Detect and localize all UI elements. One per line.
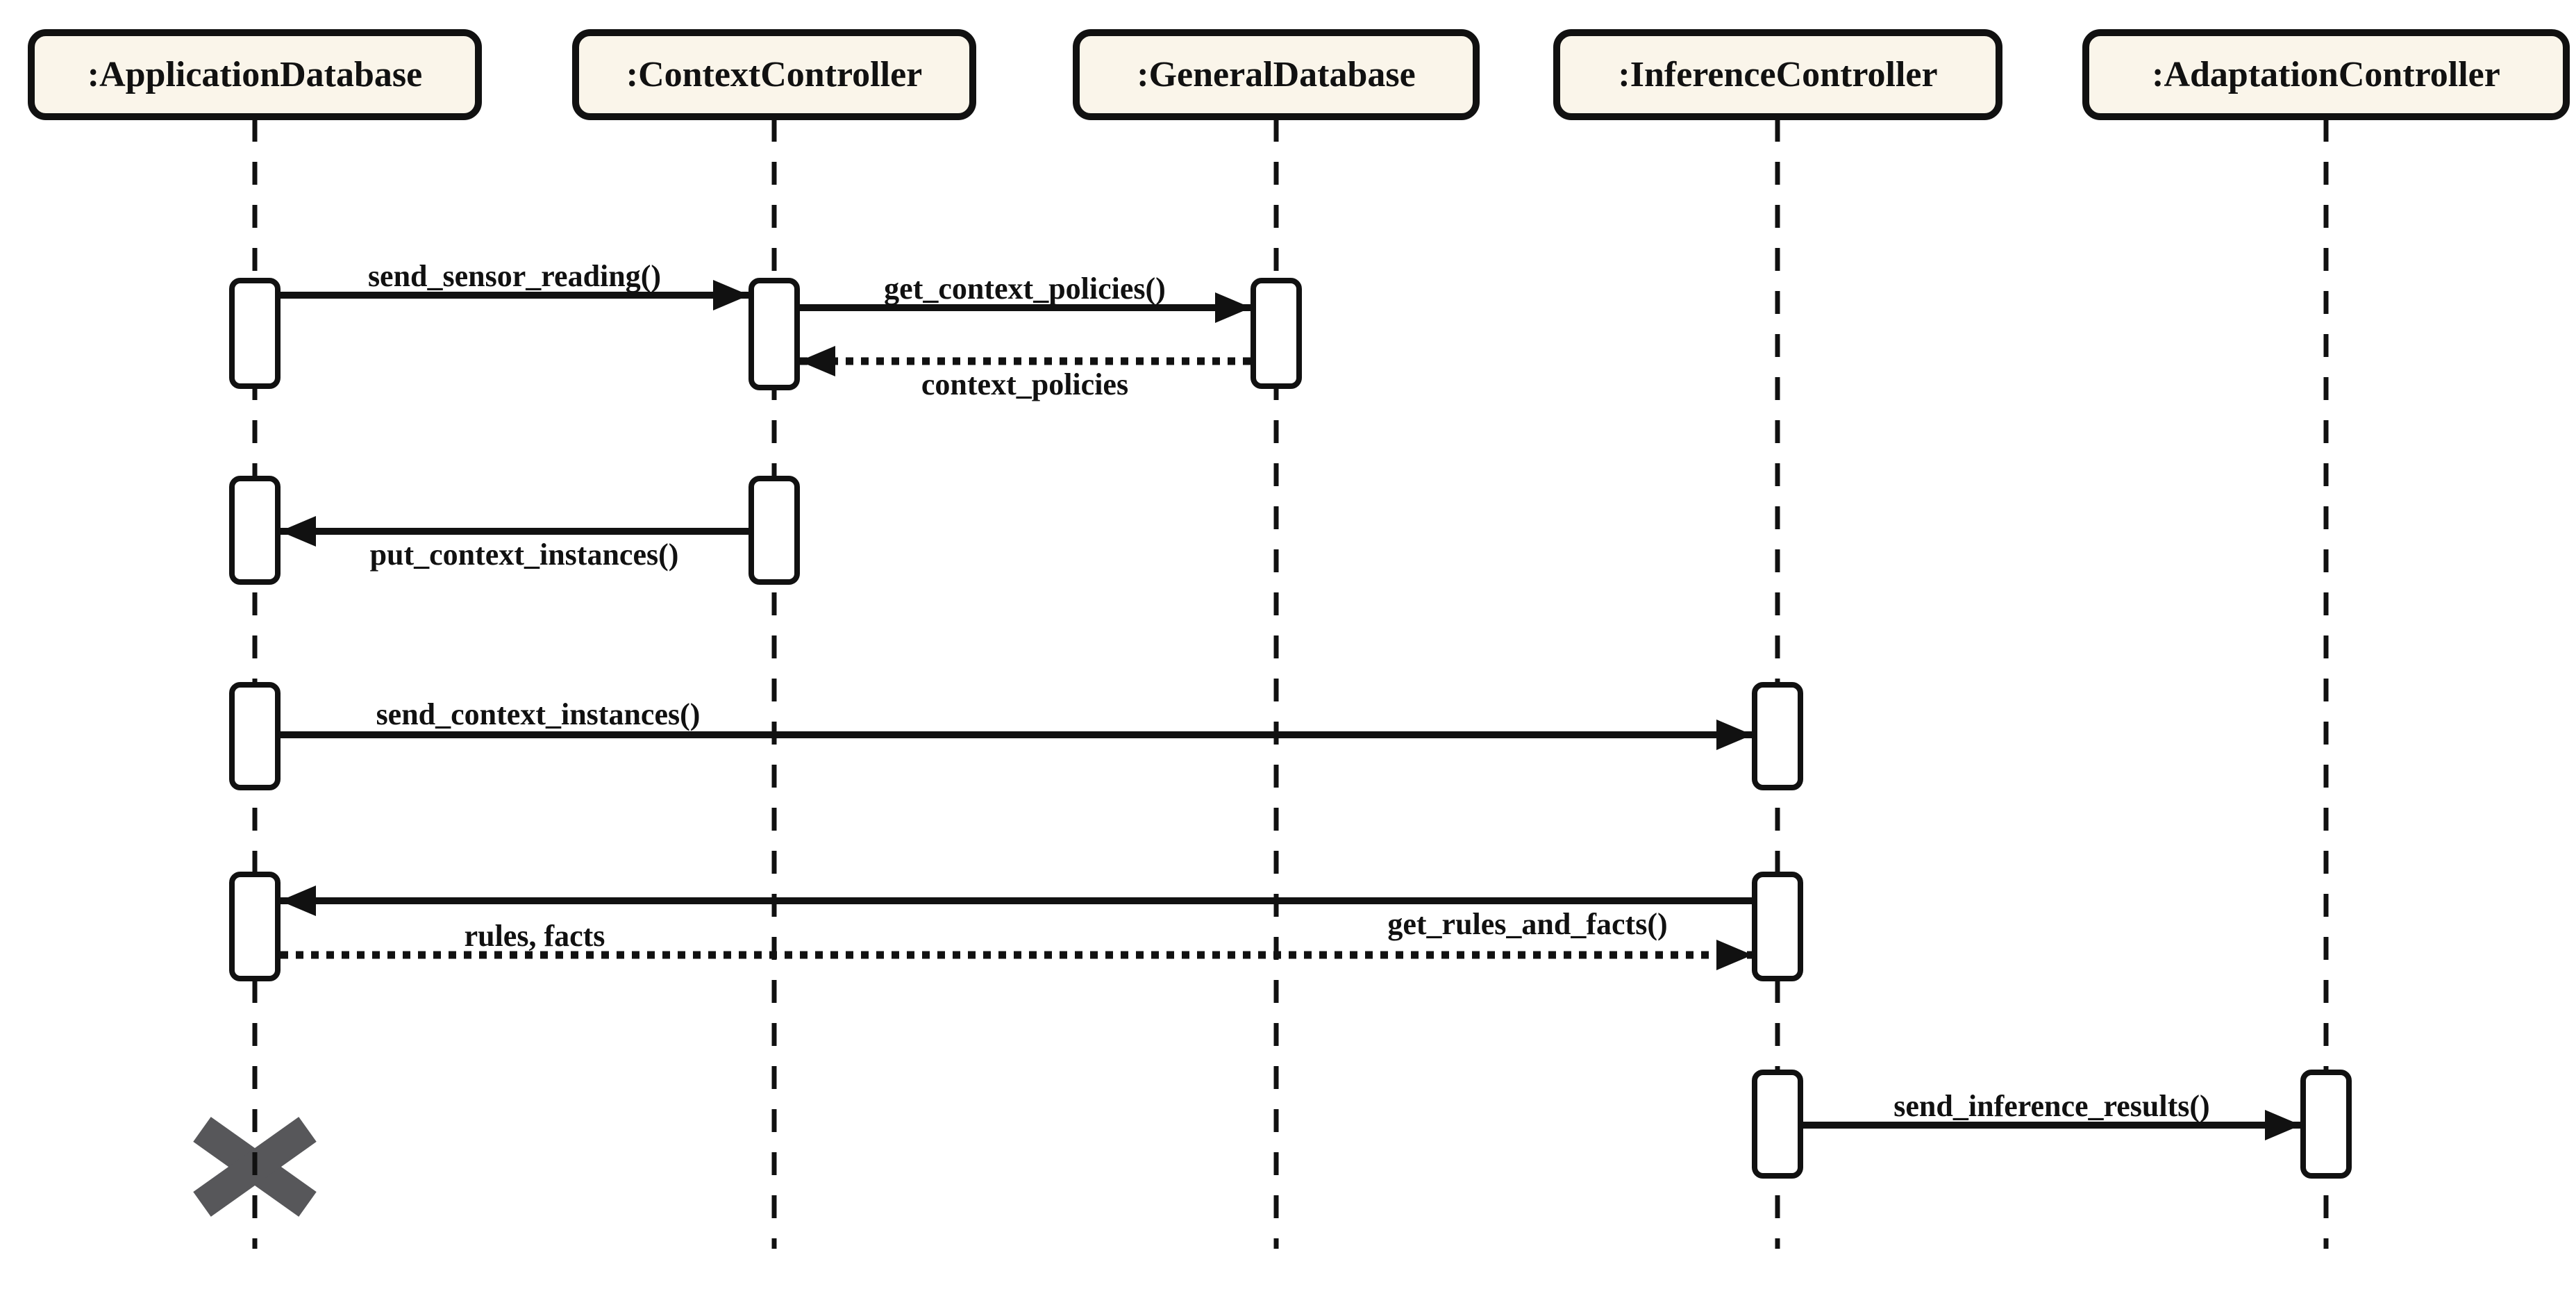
message-label-get-rules-and-facts: get_rules_and_facts() — [1387, 907, 1668, 941]
activation-inference-controller-3 — [1752, 1070, 1803, 1179]
activation-inference-controller-1 — [1752, 682, 1803, 790]
activation-application-database-4 — [229, 872, 281, 981]
participant-inference-controller: :InferenceController — [1553, 29, 2002, 120]
activation-application-database-2 — [229, 476, 281, 585]
message-label-get-context-policies: get_context_policies() — [884, 272, 1166, 306]
activation-context-controller-1 — [748, 278, 800, 390]
activation-inference-controller-2 — [1752, 872, 1803, 981]
message-label-send-sensor-reading: send_sensor_reading() — [367, 259, 662, 293]
activation-adaptation-controller-1 — [2300, 1070, 2352, 1179]
message-label-send-context-instances: send_context_instances() — [376, 697, 701, 731]
activation-context-controller-2 — [748, 476, 800, 585]
activation-application-database-1 — [229, 278, 281, 389]
message-label-send-inference-results: send_inference_results() — [1893, 1089, 2210, 1123]
participant-general-database: :GeneralDatabase — [1073, 29, 1480, 120]
activation-general-database-1 — [1251, 278, 1302, 389]
message-label-put-context-instances: put_context_instances() — [369, 538, 679, 572]
participant-application-database: :ApplicationDatabase — [28, 29, 482, 120]
participant-context-controller: :ContextController — [572, 29, 976, 120]
message-label-rules-facts: rules, facts — [464, 919, 605, 953]
activation-application-database-3 — [229, 682, 281, 790]
message-label-context-policies: context_policies — [921, 367, 1129, 401]
participant-adaptation-controller: :AdaptationController — [2082, 29, 2570, 120]
